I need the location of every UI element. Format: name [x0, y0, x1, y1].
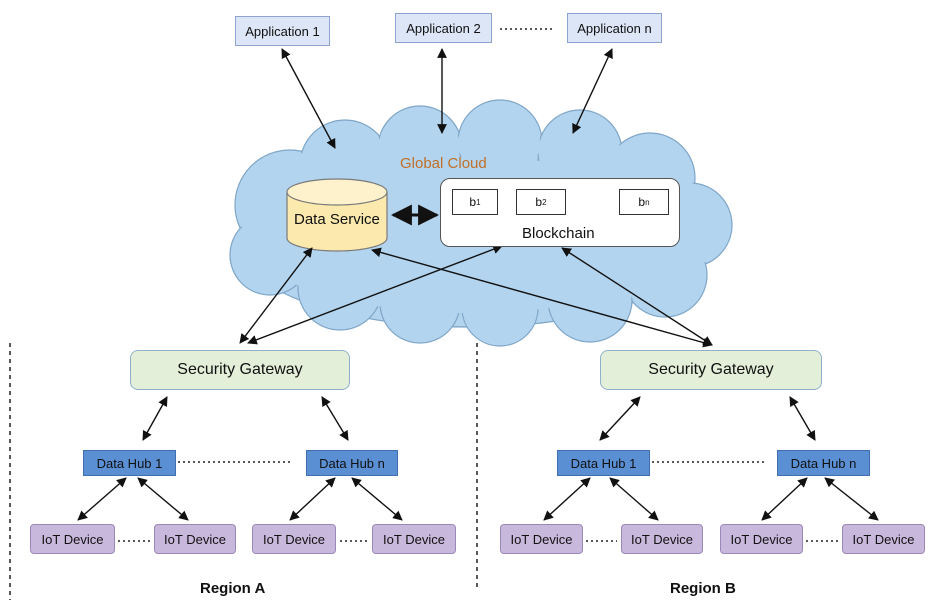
- region-a-hub-n-label: Data Hub n: [319, 455, 385, 471]
- region-a-iot-device-2: IoT Device: [154, 524, 236, 554]
- region-b-iot-device-1: IoT Device: [500, 524, 583, 554]
- region-a-device-3-label: IoT Device: [263, 531, 325, 547]
- region-b-iot-device-3: IoT Device: [720, 524, 803, 554]
- gwb-blockchain-arrow: [561, 247, 713, 346]
- hubna-dev3-arrow: [289, 477, 336, 521]
- region-a-device-2-label: IoT Device: [164, 531, 226, 547]
- region-b-gateway-label: Security Gateway: [648, 361, 774, 378]
- region-b-device-4-label: IoT Device: [852, 531, 915, 547]
- block-bn-sub: n: [645, 197, 650, 207]
- hub1a-dev2-arrow: [137, 477, 189, 521]
- region-b-hub-n-label: Data Hub n: [790, 455, 857, 471]
- hubnb-dev3-arrow: [761, 477, 808, 521]
- region-a-device-4-label: IoT Device: [383, 531, 445, 547]
- block-bn-base: b: [638, 195, 646, 209]
- global-cloud-label: Global Cloud: [400, 155, 487, 172]
- region-a-hub-1-label: Data Hub 1: [96, 455, 163, 471]
- block-b1-sub: 1: [476, 197, 481, 207]
- region-b-device-1-label: IoT Device: [510, 531, 573, 547]
- application-2-box: Application 2: [395, 13, 492, 43]
- application-1-label: Application 1: [245, 23, 320, 39]
- region-b-iot-device-2: IoT Device: [621, 524, 703, 554]
- gwb-hubn-arrow: [789, 396, 816, 441]
- region-b-label: Region B: [670, 580, 736, 597]
- region-b-iot-device-4: IoT Device: [842, 524, 925, 554]
- region-a-data-hub-1: Data Hub 1: [83, 450, 176, 476]
- region-b-data-hub-1: Data Hub 1: [557, 450, 650, 476]
- hub1b-dev2-arrow: [609, 477, 659, 521]
- application-2-label: Application 2: [406, 20, 481, 36]
- region-a-device-1-label: IoT Device: [41, 531, 104, 547]
- region-b-security-gateway: Security Gateway: [600, 350, 822, 390]
- region-b-data-hub-n: Data Hub n: [777, 450, 870, 476]
- blockchain-label: Blockchain: [522, 225, 595, 242]
- region-a-gateway-label: Security Gateway: [177, 361, 303, 378]
- region-b-device-2-label: IoT Device: [631, 531, 693, 547]
- hub1b-dev1-arrow: [543, 477, 591, 521]
- region-a-iot-device-4: IoT Device: [372, 524, 456, 554]
- data-service-cylinder: [286, 178, 388, 252]
- hubnb-dev4-arrow: [824, 477, 879, 521]
- application-1-box: Application 1: [235, 16, 330, 46]
- application-n-box: Application n: [567, 13, 662, 43]
- region-a-security-gateway: Security Gateway: [130, 350, 350, 390]
- hubna-dev4-arrow: [351, 477, 403, 521]
- appn-cloud-arrow: [572, 48, 613, 134]
- application-n-label: Application n: [577, 20, 652, 36]
- gwa-hub1-arrow: [142, 396, 168, 441]
- gwb-hub1-arrow: [599, 396, 641, 441]
- block-b2-sub: 2: [542, 197, 547, 207]
- block-b2-base: b: [535, 195, 543, 209]
- region-b-hub-1-label: Data Hub 1: [570, 455, 637, 471]
- gwa-hubn-arrow: [321, 396, 349, 441]
- region-a-label: Region A: [200, 580, 266, 597]
- region-a-iot-device-1: IoT Device: [30, 524, 115, 554]
- block-b1-base: b: [469, 195, 477, 209]
- region-b-device-3-label: IoT Device: [730, 531, 793, 547]
- region-a-data-hub-n: Data Hub n: [306, 450, 398, 476]
- region-a-iot-device-3: IoT Device: [252, 524, 336, 554]
- app1-cloud-arrow: [281, 48, 336, 149]
- hub1a-dev1-arrow: [77, 477, 127, 521]
- data-service-label: Data Service: [294, 211, 380, 228]
